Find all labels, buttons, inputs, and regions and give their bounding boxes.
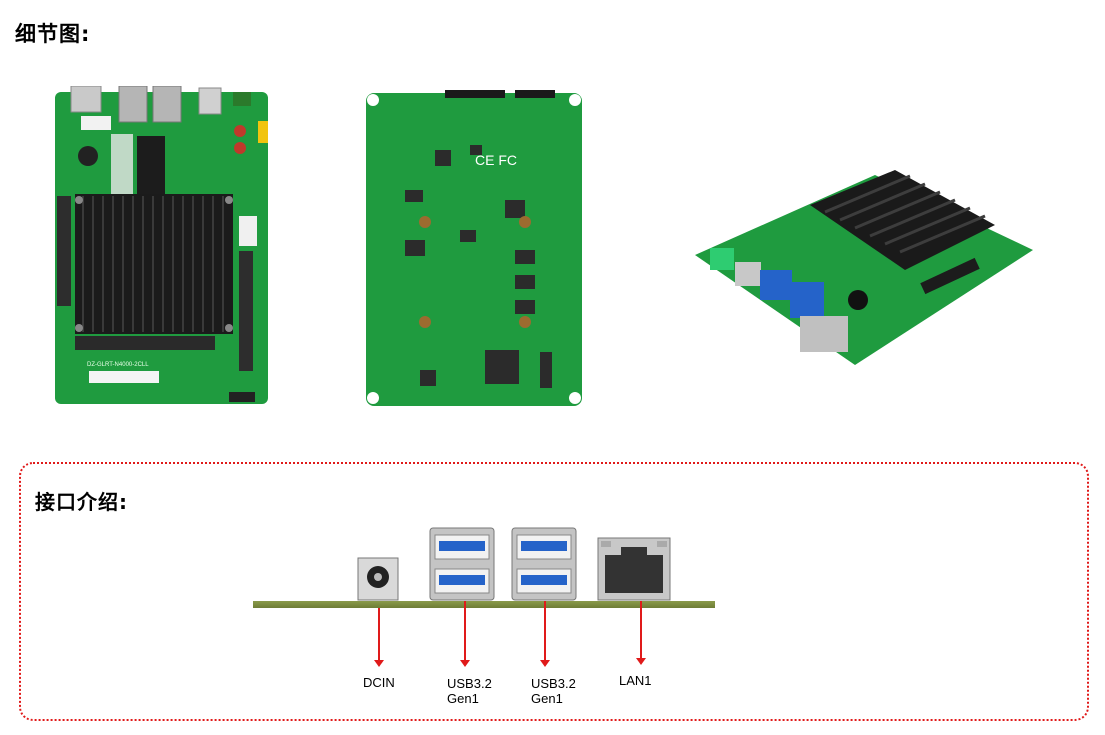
arrow-dcin: [374, 608, 384, 667]
label-dcin: DCIN: [363, 675, 395, 690]
interfaces-panel: [19, 462, 1089, 721]
board-angled-photo: [690, 170, 1035, 370]
arrow-lan: [636, 601, 646, 665]
label-lan: LAN1: [619, 673, 652, 688]
interfaces-heading: 接口介绍:: [35, 490, 128, 514]
lan-port: [597, 537, 671, 601]
pcb-edge: [253, 601, 715, 608]
dcin-jack: [357, 557, 399, 601]
arrow-usb-1: [460, 601, 470, 667]
usb-port-stack-1: [429, 527, 495, 601]
detail-heading: 细节图:: [15, 22, 91, 46]
svg-text:CE FC: CE FC: [475, 152, 517, 168]
board-bottom-photo: CE FC: [365, 90, 583, 407]
board-top-photo: DZ-GLRT-N4000-2CLL: [53, 85, 270, 406]
label-usb-1: USB3.2 Gen1: [447, 676, 492, 706]
board-silkscreen-label: DZ-GLRT-N4000-2CLL: [87, 362, 149, 368]
arrow-usb-2: [540, 601, 550, 667]
label-usb-2: USB3.2 Gen1: [531, 676, 576, 706]
usb-port-stack-2: [511, 527, 577, 601]
